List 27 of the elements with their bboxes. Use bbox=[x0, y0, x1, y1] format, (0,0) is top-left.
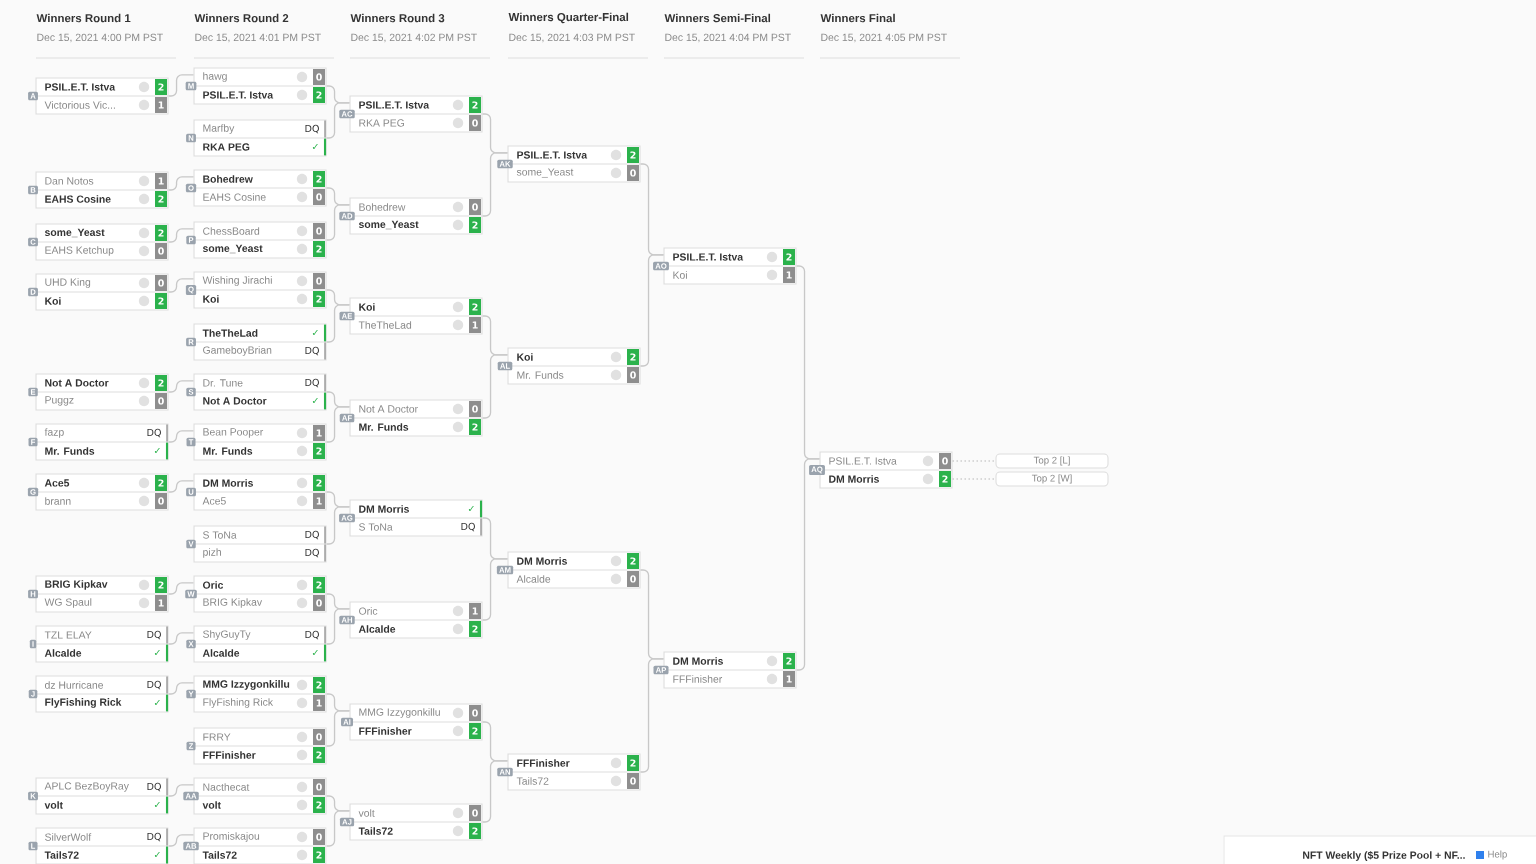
bracket-line bbox=[167, 430, 195, 443]
bracket-line bbox=[167, 176, 195, 191]
bracket-line bbox=[481, 760, 509, 823]
bracket-line bbox=[167, 278, 195, 293]
bracket-line bbox=[325, 710, 351, 747]
bracket-line bbox=[325, 506, 351, 545]
bracket-line bbox=[325, 406, 351, 443]
bracket-line bbox=[167, 228, 195, 243]
bracket-line bbox=[481, 152, 509, 217]
bracket-line bbox=[325, 304, 351, 343]
bracket-line bbox=[167, 682, 195, 695]
bracket-line bbox=[325, 102, 351, 139]
bracket-line bbox=[167, 784, 195, 797]
bracket-line bbox=[639, 658, 665, 773]
bracket-line bbox=[167, 74, 195, 97]
bracket-line bbox=[325, 810, 351, 847]
bracket-line bbox=[325, 608, 351, 645]
bracket-line bbox=[481, 354, 509, 419]
bracket-line bbox=[325, 204, 351, 241]
bracket-line bbox=[481, 558, 509, 621]
bracket-line bbox=[167, 632, 195, 645]
bracket-line bbox=[167, 834, 195, 847]
bracket-line bbox=[167, 380, 195, 393]
bracket-line bbox=[167, 582, 195, 595]
bracket-line bbox=[795, 458, 821, 671]
bracket-line bbox=[167, 480, 195, 493]
bracket-line bbox=[639, 254, 665, 367]
